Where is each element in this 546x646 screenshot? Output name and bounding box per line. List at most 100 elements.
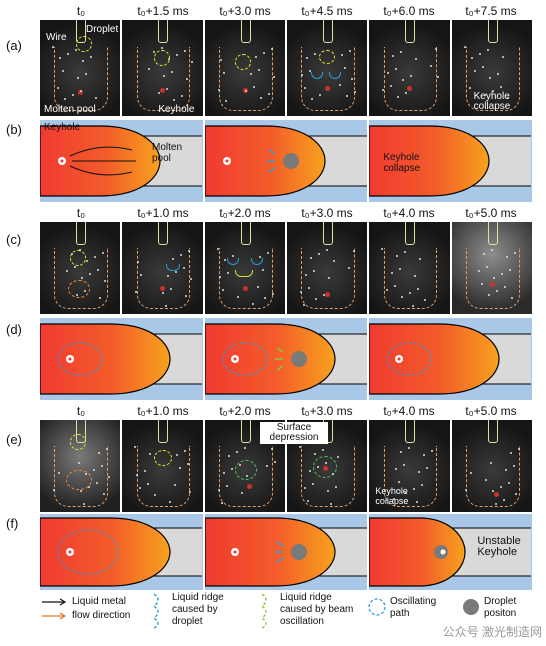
- spark-dot: [254, 56, 257, 58]
- spark-dot: [175, 271, 178, 273]
- spark-dot: [147, 483, 150, 485]
- oscillation-ring: [66, 470, 92, 490]
- spark-dot: [140, 274, 143, 276]
- pool-outline: [54, 247, 108, 310]
- droplet-ring: [154, 450, 173, 466]
- spark-dot: [487, 294, 490, 296]
- spark-dot: [104, 280, 106, 282]
- pool-outline: [219, 46, 273, 112]
- spark-dot: [501, 56, 504, 58]
- spark-dot: [179, 467, 182, 469]
- spark-dot: [469, 472, 472, 474]
- spark-dot: [187, 463, 190, 465]
- photo-frame: Keyhole collapse: [451, 20, 532, 116]
- legend-text: Oscillating: [390, 596, 437, 607]
- spark-dot: [52, 46, 54, 48]
- keyhole-dot: [242, 286, 248, 291]
- oscillating-path-icon: [368, 598, 386, 616]
- pool-outline: [54, 445, 108, 508]
- spark-dot: [135, 291, 138, 293]
- spark-dot: [251, 303, 254, 305]
- spark-dot: [502, 499, 505, 501]
- spark-dot: [227, 455, 230, 457]
- spark-dot: [240, 492, 243, 494]
- spark-dot: [437, 76, 440, 78]
- spark-dot: [176, 54, 179, 56]
- spark-dot: [509, 452, 512, 454]
- time-label: t₀+1.5 ms: [137, 4, 189, 18]
- keyhole-dot: [160, 286, 166, 291]
- spark-dot: [98, 452, 100, 454]
- keyhole-collapse-label: Keyhole collapse: [375, 486, 409, 506]
- panel-label-b: (b): [6, 122, 22, 137]
- spark-dot: [464, 489, 467, 491]
- spark-dot: [148, 68, 151, 70]
- droplet-ring: [70, 250, 86, 266]
- spark-dot: [86, 260, 88, 262]
- spark-dot: [326, 490, 329, 492]
- spark-dot: [430, 65, 433, 67]
- spark-dot: [153, 51, 156, 53]
- ridge-beam-icon: [260, 593, 267, 629]
- panel-label-e: (e): [6, 432, 22, 447]
- spark-dot: [252, 86, 255, 88]
- legend: Liquid metal flow direction Liquid ridge…: [40, 588, 540, 644]
- spark-dot: [483, 94, 486, 96]
- watermark: 公众号 激光制造网: [442, 625, 542, 639]
- spark-dot: [336, 456, 339, 458]
- spark-dot: [398, 481, 401, 483]
- spark-dot: [108, 476, 110, 478]
- spark-dot: [311, 483, 314, 485]
- wire-shape: [158, 222, 169, 245]
- spark-dot: [82, 60, 84, 62]
- spark-dot: [331, 473, 334, 475]
- spark-dot: [480, 283, 483, 285]
- depression-ring: [312, 456, 337, 478]
- spark-dot: [85, 73, 87, 75]
- photo-frame: [451, 420, 532, 512]
- time-label: t₀+3.0 ms: [219, 4, 271, 18]
- legend-text: caused by beam: [280, 604, 354, 615]
- wire-shape: [405, 420, 416, 443]
- legend-text: Liquid ridge: [280, 592, 332, 603]
- pool-schematic: [40, 323, 202, 395]
- spark-dot: [144, 470, 147, 472]
- spark-dot: [347, 267, 350, 269]
- keyhole-dot: [78, 90, 83, 95]
- time-label: t₀+1.0 ms: [137, 404, 189, 418]
- wire-shape: [405, 20, 416, 43]
- spark-dot: [503, 286, 506, 288]
- ridge-mark: [226, 258, 239, 265]
- spark-dot: [338, 84, 341, 86]
- molten-pool-label: Molten pool: [44, 104, 96, 115]
- spark-dot: [395, 68, 398, 70]
- spark-dot: [173, 99, 176, 101]
- spark-dot: [96, 482, 98, 484]
- spark-dot: [327, 277, 330, 279]
- spark-dot: [415, 58, 418, 60]
- spark-dot: [478, 53, 481, 55]
- spark-dot: [136, 474, 139, 476]
- wire-shape: [487, 222, 498, 245]
- photo-frame: [122, 222, 203, 314]
- spark-dot: [154, 494, 157, 496]
- legend-text: Liquid metal: [72, 596, 126, 607]
- spark-dot: [345, 95, 348, 97]
- schematic-frame: [40, 514, 203, 590]
- photo-frame: [286, 20, 368, 116]
- spark-dot: [395, 468, 398, 470]
- time-label: t₀+3.0 ms: [301, 404, 353, 418]
- spark-dot: [514, 493, 517, 495]
- time-label: t₀+4.5 ms: [301, 4, 353, 18]
- spark-dot: [258, 256, 261, 258]
- spark-dot: [505, 256, 508, 258]
- pool-outline: [383, 247, 438, 310]
- spark-dot: [72, 94, 74, 96]
- spark-dot: [468, 87, 471, 89]
- spark-dot: [88, 486, 90, 488]
- spark-dot: [84, 290, 86, 292]
- legend-text: flow direction: [72, 610, 131, 621]
- spark-dot: [485, 266, 488, 268]
- spark-dot: [106, 448, 108, 450]
- spark-dot: [222, 72, 225, 74]
